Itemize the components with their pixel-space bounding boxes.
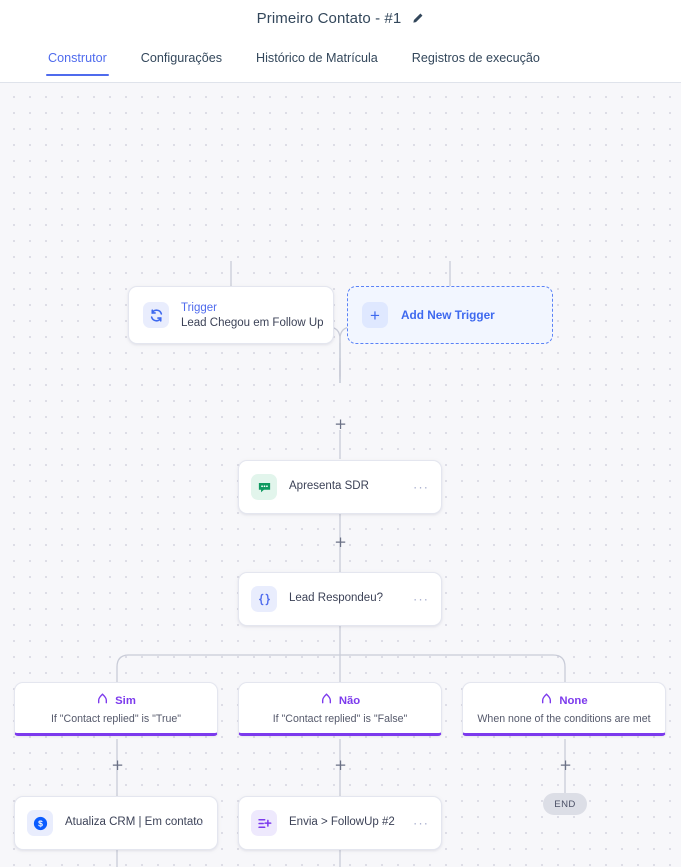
- tab-label: Configurações: [140, 51, 223, 65]
- trigger-type-label: Trigger: [181, 302, 217, 315]
- node-lead-respondeu[interactable]: Lead Respondeu? ···: [238, 572, 442, 626]
- refresh-sync-icon: [143, 302, 169, 328]
- tab-label: Histórico de Matrícula: [256, 51, 378, 65]
- chat-bubble-icon: [251, 474, 277, 500]
- page-title: Primeiro Contato - #1: [256, 9, 402, 27]
- node-menu-button[interactable]: ···: [189, 815, 205, 831]
- add-step-button-sim[interactable]: +: [111, 756, 124, 774]
- tab-label: Registros de execução: [411, 51, 540, 65]
- tab-label: Construtor: [48, 51, 107, 65]
- trigger-text-block: Trigger Lead Chegou em Follow Up: [181, 301, 324, 329]
- plus-icon: +: [362, 302, 388, 328]
- branch-header: Sim: [96, 692, 136, 710]
- node-label: Atualiza CRM | Em contato: [65, 816, 203, 829]
- code-braces-icon: [251, 586, 277, 612]
- trigger-node[interactable]: Trigger Lead Chegou em Follow Up: [128, 286, 334, 344]
- page-header: Primeiro Contato - #1: [0, 0, 681, 36]
- branch-name: Não: [338, 694, 361, 707]
- add-step-button-sdr[interactable]: +: [334, 533, 347, 551]
- list-plus-icon: [251, 810, 277, 836]
- tab-configuracoes[interactable]: Configurações: [141, 36, 222, 82]
- add-new-trigger-button[interactable]: + Add New Trigger: [347, 286, 553, 344]
- tab-registros-de-execucao[interactable]: Registros de execução: [412, 36, 540, 82]
- trigger-name-label: Lead Chegou em Follow Up: [181, 316, 324, 329]
- svg-text:$: $: [38, 818, 43, 828]
- add-step-button-trigger[interactable]: +: [334, 415, 347, 433]
- node-label: Apresenta SDR: [289, 480, 369, 493]
- node-menu-button[interactable]: ···: [413, 479, 429, 495]
- branch-fork-icon: [320, 692, 333, 710]
- add-step-button-none[interactable]: +: [559, 756, 572, 774]
- node-atualiza-crm[interactable]: $ Atualiza CRM | Em contato ···: [14, 796, 218, 850]
- add-new-trigger-label: Add New Trigger: [401, 308, 495, 322]
- node-apresenta-sdr[interactable]: Apresenta SDR ···: [238, 460, 442, 514]
- branch-description: If "Contact replied" is "False": [272, 712, 408, 725]
- tab-construtor[interactable]: Construtor: [46, 36, 109, 82]
- branch-description: When none of the conditions are met: [477, 712, 651, 725]
- branch-header: None: [540, 692, 588, 710]
- branch-name: Sim: [115, 694, 136, 707]
- node-menu-button[interactable]: ···: [413, 815, 429, 831]
- branch-header: Não: [320, 692, 360, 710]
- node-label: Envia > FollowUp #2: [289, 816, 395, 829]
- node-envia-followup[interactable]: Envia > FollowUp #2 ···: [238, 796, 442, 850]
- branch-card-sim[interactable]: Sim If "Contact replied" is "True": [14, 682, 218, 736]
- branch-name: None: [559, 694, 588, 707]
- branch-card-nao[interactable]: Não If "Contact replied" is "False": [238, 682, 442, 736]
- add-step-button-nao[interactable]: +: [334, 756, 347, 774]
- node-label: Lead Respondeu?: [289, 592, 383, 605]
- branch-description: If "Contact replied" is "True": [50, 712, 182, 725]
- branch-fork-icon: [96, 692, 109, 710]
- end-pill-none-branch: END: [543, 793, 587, 815]
- pencil-icon[interactable]: [411, 12, 424, 25]
- tab-historico-de-matricula[interactable]: Histórico de Matrícula: [256, 36, 378, 82]
- workflow-canvas[interactable]: Trigger Lead Chegou em Follow Up + Add N…: [0, 83, 681, 867]
- tab-bar: Construtor Configurações Histórico de Ma…: [0, 36, 681, 83]
- deal-dollar-icon: $: [27, 810, 53, 836]
- branch-card-none[interactable]: None When none of the conditions are met: [462, 682, 666, 736]
- node-menu-button[interactable]: ···: [413, 591, 429, 607]
- branch-fork-icon: [540, 692, 553, 710]
